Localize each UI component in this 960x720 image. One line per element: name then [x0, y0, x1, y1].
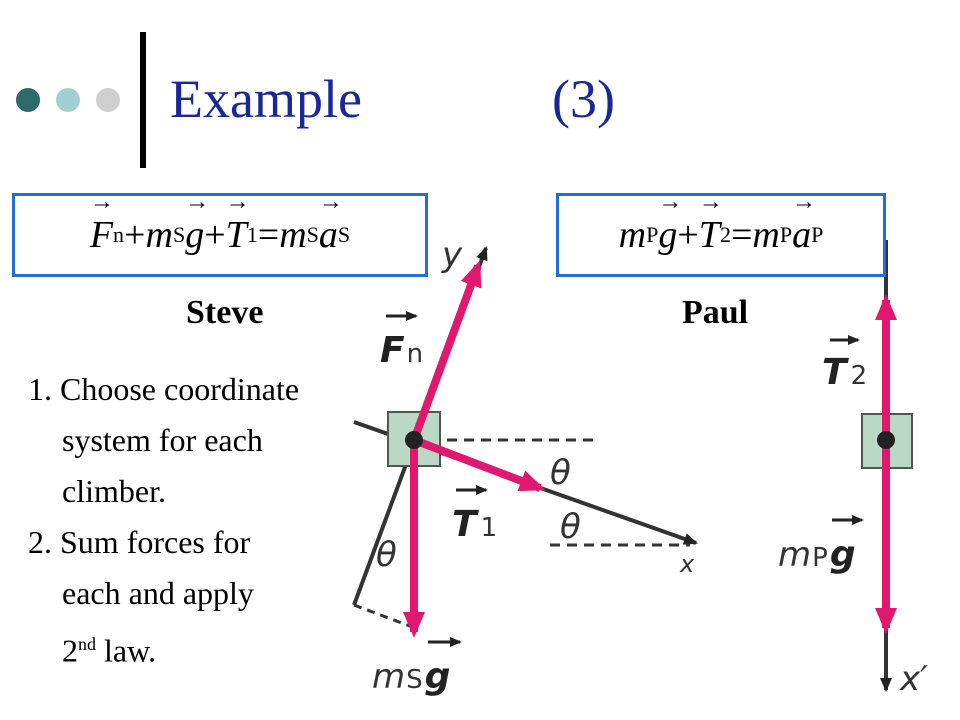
steve-equation-box: Fn + mSg + T1 = mSaS: [12, 189, 428, 277]
steve-label: Steve: [186, 294, 264, 331]
eq-paul-g: g: [658, 189, 682, 257]
eq-steve-a: a: [319, 189, 343, 257]
paul-center-point: [877, 431, 895, 449]
bullet-dot-gray: [96, 88, 120, 112]
eq-steve-m1: m: [145, 214, 173, 256]
eq-paul-m1-sub: P: [646, 222, 659, 247]
eq-paul-m2: m: [752, 214, 780, 256]
step-2-number: 2.: [28, 524, 52, 560]
eq-paul-plus: +: [677, 214, 699, 256]
bullet-dot-dark: [16, 88, 40, 112]
eq-paul-T: T: [699, 189, 723, 257]
page-title-number: (3): [552, 69, 615, 129]
eq-steve-g: g: [185, 189, 209, 257]
page-title: Example: [170, 69, 362, 129]
steve-center-point: [405, 431, 423, 449]
eq-steve-T-sub: 1: [246, 222, 258, 247]
step-2: 2. Sum forces for each and apply 2nd law…: [28, 517, 388, 677]
step-1: 1. Choose coordinate system for each cli…: [28, 364, 388, 517]
eq-steve-m1-sub: S: [172, 222, 186, 247]
eq-steve-m2-sub: S: [306, 222, 319, 247]
step-2-line-2: each and apply: [62, 575, 254, 611]
steve-tension-arrow: [412, 436, 546, 492]
theta-label-left: θ: [376, 535, 397, 575]
eq-steve-plus1: +: [124, 214, 146, 256]
theta-label-upper: θ: [550, 453, 571, 493]
steve-perpendicular-ref: [353, 603, 416, 630]
steve-y-label: y: [441, 235, 463, 275]
steve-x-label: x: [679, 550, 695, 578]
eq-steve-T: T: [226, 189, 250, 257]
title-divider: [140, 32, 146, 168]
paul-label: Paul: [682, 294, 749, 331]
steps-list: 1. Choose coordinate system for each cli…: [28, 364, 388, 677]
eq-paul-equals: =: [730, 214, 753, 256]
bullet-dot-teal: [56, 88, 80, 112]
theta-label-lower: θ: [560, 507, 581, 547]
step-1-line-3: climber.: [62, 473, 166, 509]
steve-normal-force-arrow: [410, 260, 482, 442]
paul-x-prime-label: x′: [899, 659, 928, 699]
paul-weight-label: mPg: [778, 534, 856, 575]
eq-paul-a-sub: P: [811, 222, 824, 247]
eq-steve-F: F: [90, 189, 114, 257]
step-1-line-2: system for each: [62, 422, 263, 458]
step-1-number: 1.: [28, 371, 52, 407]
eq-steve-F-sub: n: [113, 222, 125, 247]
paul-equation-box: mPg + T2 = mPaP: [556, 189, 886, 277]
eq-paul-T-sub: 2: [719, 222, 731, 247]
steve-weight-label: mSg: [372, 656, 450, 697]
step-2-line-1: Sum forces for: [60, 524, 251, 560]
normal-force-label: Fn: [380, 330, 423, 371]
eq-paul-m1: m: [618, 214, 647, 256]
eq-steve-equals: =: [257, 214, 280, 256]
step-1-line-1: Choose coordinate: [60, 371, 300, 407]
eq-paul-a: a: [792, 189, 816, 257]
eq-steve-m2: m: [279, 214, 307, 256]
eq-steve-plus2: +: [204, 214, 226, 256]
eq-paul-m2-sub: P: [779, 222, 793, 247]
eq-steve-a-sub: S: [337, 222, 351, 247]
step-2-line-3: 2nd law.: [62, 632, 157, 669]
